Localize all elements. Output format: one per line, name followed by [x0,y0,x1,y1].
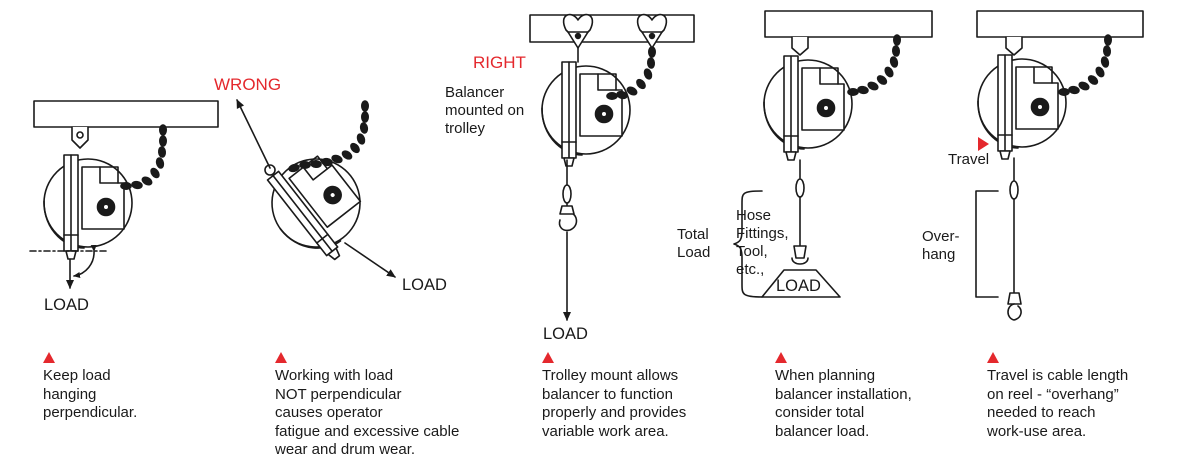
note-line: When planning [775,367,876,384]
note-line: Keep load [43,367,111,384]
note-line: properly and provides [542,404,687,421]
total-load-label: Total [677,226,709,243]
note-line: needed to reach [987,404,1096,421]
chain-icon [120,124,167,190]
load-weight-label: LOAD [776,277,821,295]
note-line: balancer to function [542,385,673,403]
load-label: LOAD [402,276,447,294]
spring-balancer-icon [977,54,1067,160]
note-line: NOT perpendicular [275,385,402,403]
spring-balancer-icon [250,137,386,276]
panel-wrong-drawing [236,99,396,278]
note-line: balancer installation, [775,385,912,403]
note-line: wear and drum wear. [275,441,416,458]
trolley-desc-line: mounted on [445,102,525,119]
panel-total-load-drawing [733,10,933,298]
note-line: variable work area. [542,422,669,440]
right-label: RIGHT [473,53,526,72]
ceiling-beam [529,14,695,43]
load-item-label: Fittings, [736,225,789,242]
warning-triangle-icon [987,352,999,363]
note-perpendicular: Keep load hanging perpendicular. [43,352,137,423]
ceiling-beam [976,10,1144,38]
travel-arrow-icon [978,137,989,151]
chain-icon [1058,34,1112,96]
load-label: LOAD [44,296,89,314]
note-line: on reel - “overhang” [987,385,1119,403]
warning-triangle-icon [275,352,287,363]
wrong-label: WRONG [214,75,282,94]
note-line: balancer load. [775,422,870,440]
spring-balancer-icon [43,154,133,260]
travel-label: Travel [948,151,990,168]
note-line: Working with load [275,367,394,384]
load-item-label: Tool, [736,243,768,260]
note-line: causes operator [275,404,383,421]
hook-icon [1007,292,1022,321]
note-line: work-use area. [987,422,1087,440]
warning-triangle-icon [43,352,55,363]
note-wrong: Working with load NOT perpendicular caus… [275,352,459,460]
load-item-label: Hose [736,207,772,224]
wrong-direction-arrow [236,99,271,169]
note-line: consider total [775,404,865,421]
spring-balancer-icon [541,61,631,167]
ceiling-beam [33,100,219,128]
warning-triangle-icon [775,352,787,363]
hook-icon [558,202,578,232]
note-trolley: Trolley mount allows balancer to functio… [542,352,686,441]
chain-icon [847,34,902,96]
trolley-desc-line: Balancer [445,84,505,101]
trolley-desc-line: trolley [445,120,486,137]
load-weight-icon [761,269,841,298]
overhang-label: hang [922,246,956,263]
load-label: LOAD [543,325,588,343]
total-load-brace [733,190,763,298]
note-overhang: Travel is cable length on reel - “overha… [987,352,1128,441]
note-total-load: When planning balancer installation, con… [775,352,912,441]
warning-triangle-icon [542,352,554,363]
ceiling-beam [764,10,933,38]
overhang-bracket [975,190,999,298]
panel-overhang-drawing [975,10,1144,321]
spring-balancer-icon [763,55,853,161]
note-line: Travel is cable length [987,367,1129,384]
trolley-icon [562,13,668,63]
load-item-label: etc., [736,261,765,278]
note-line: perpendicular. [43,404,138,421]
note-line: fatigue and excessive cable [275,422,460,440]
note-line: Trolley mount allows [542,367,679,384]
panel-trolley-drawing [529,13,695,321]
overhang-label: Over- [922,228,960,245]
load-cable [344,242,396,278]
note-line: hanging [43,385,97,403]
panel-perpendicular-drawing [29,100,219,289]
total-load-label: Load [677,244,711,261]
